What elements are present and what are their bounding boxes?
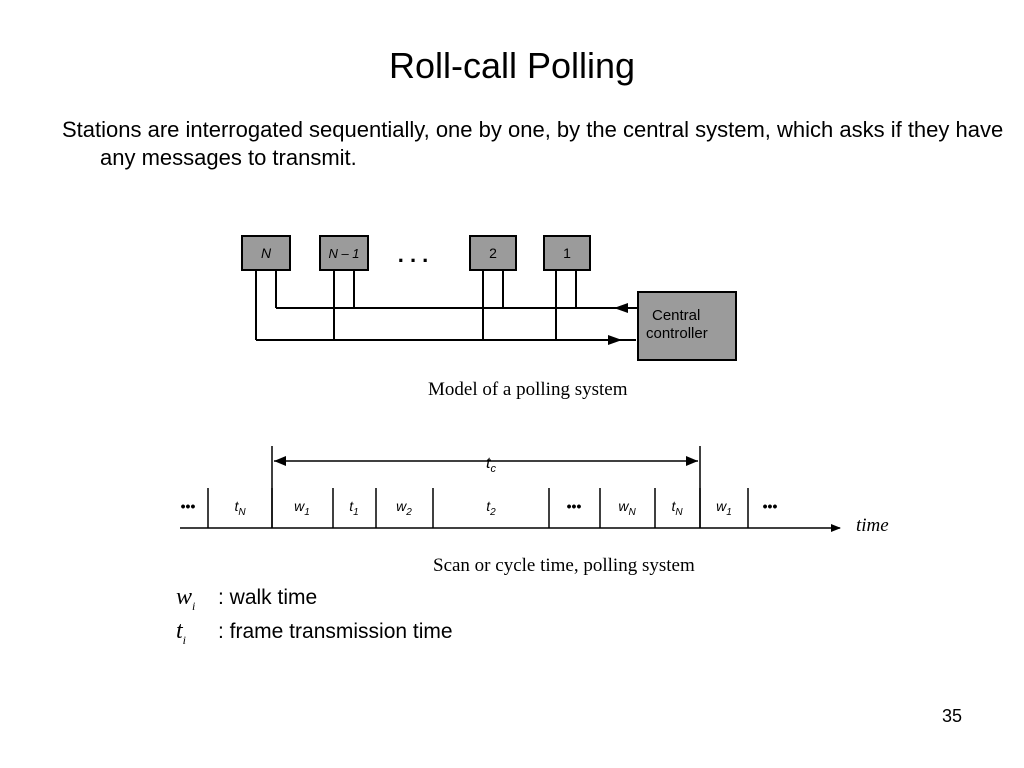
legend-row-frame-time: ti : frame transmission time	[176, 618, 536, 650]
station-label: N	[261, 245, 272, 261]
station-label: 2	[489, 245, 497, 261]
frame-time-description: : frame transmission time	[218, 620, 453, 643]
walk-time-symbol: wi	[176, 584, 196, 613]
arrow-to-stations	[614, 303, 628, 313]
controller-label: controller	[646, 325, 708, 342]
timeline-label: w2	[396, 498, 412, 518]
station-label: 1	[563, 245, 571, 261]
timeline-label: w1	[716, 498, 732, 518]
timeline-label: •••	[181, 498, 196, 514]
arrow-to-controller	[608, 335, 622, 345]
timeline-segment-labels: ••• tN w1 t1 w2 t2 ••• wN tN w1 •••	[181, 498, 778, 518]
timeline-label: t1	[349, 498, 358, 518]
page-number: 35	[941, 706, 962, 726]
timeline-label: •••	[763, 498, 778, 514]
timeline-label: t2	[486, 498, 496, 518]
frame-time-symbol: ti	[176, 618, 187, 647]
timeline-label: •••	[567, 498, 582, 514]
central-controller-box: Central controller	[637, 291, 737, 361]
timeline-label: w1	[294, 498, 310, 518]
controller-label: Central	[652, 307, 700, 324]
timeline-label: tN	[671, 498, 683, 518]
model-caption: Model of a polling system	[428, 379, 628, 400]
cycle-time-bracket: tc	[271, 446, 701, 528]
timeline-label: wN	[618, 498, 636, 518]
cycle-time-label: tc	[486, 455, 496, 475]
station-box-2: 2	[469, 235, 517, 271]
timeline-dividers	[207, 488, 749, 528]
legend-row-walk-time: wi : walk time	[176, 584, 536, 616]
station-box-1: 1	[543, 235, 591, 271]
timeline-label: tN	[234, 498, 246, 518]
timeline-caption: Scan or cycle time, polling system	[433, 555, 695, 576]
slide-title: Roll-call Polling	[388, 45, 636, 86]
walk-time-description: : walk time	[218, 586, 318, 609]
station-box-n-minus-1: N – 1	[319, 235, 369, 271]
time-axis-label: time	[856, 515, 889, 536]
station-ellipsis: . . .	[398, 242, 429, 267]
station-box-n: N	[241, 235, 291, 271]
polling-wires	[255, 270, 638, 341]
body-text: Stations are interrogated sequentially, …	[62, 117, 1004, 170]
station-label: N – 1	[328, 246, 359, 261]
